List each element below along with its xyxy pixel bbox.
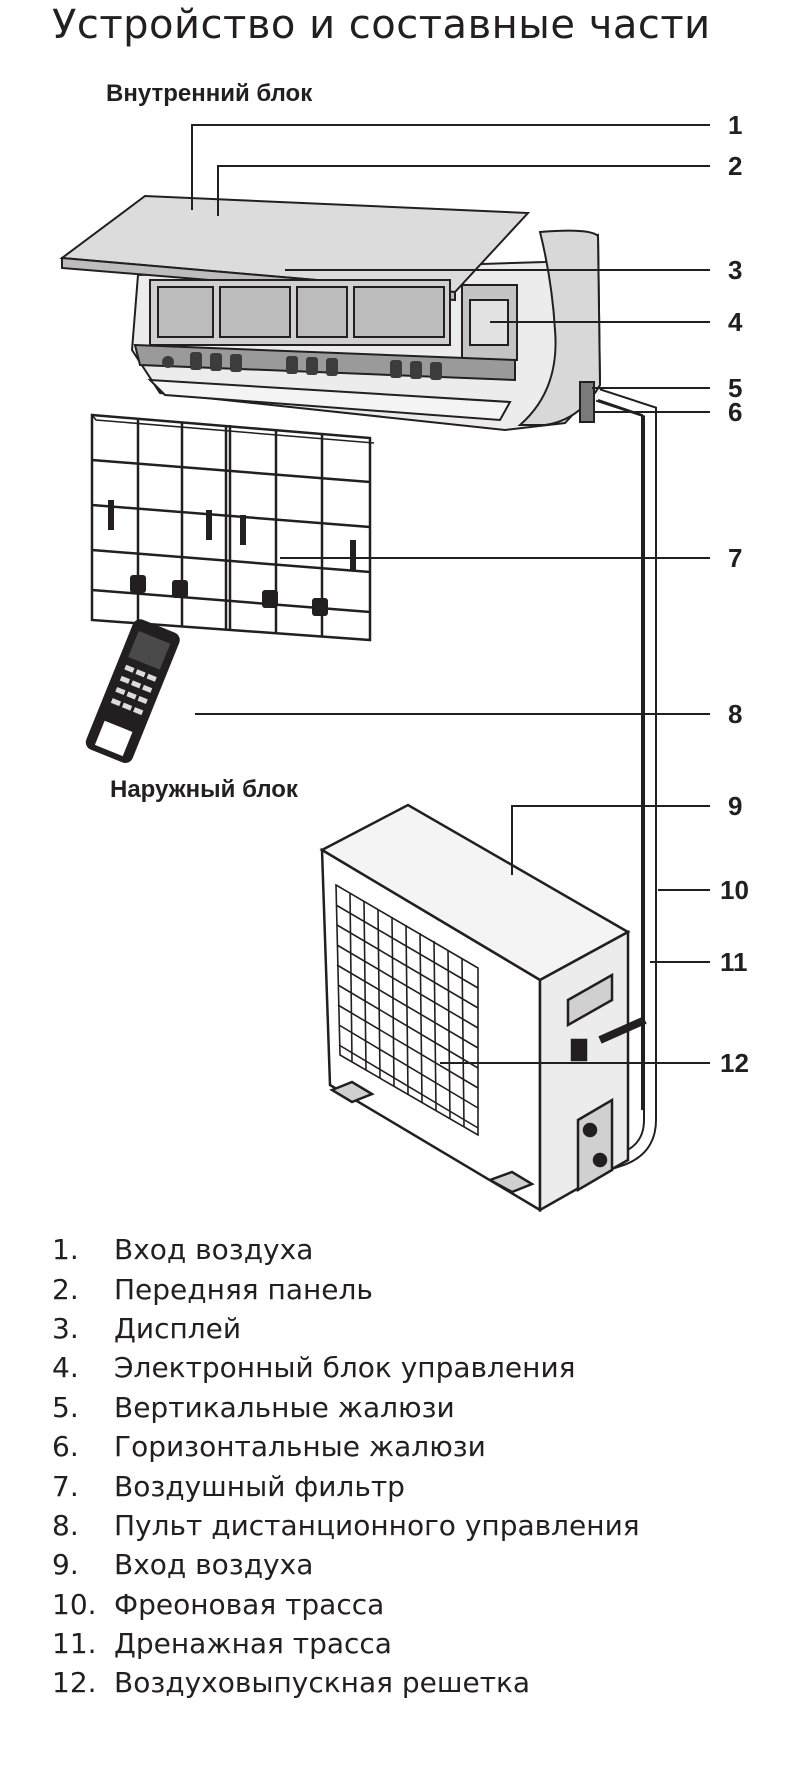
callout-leader-lines (191, 124, 710, 1064)
air-conditioner-diagram: 1 2 3 4 5 6 7 8 9 10 11 12 (59, 110, 749, 1213)
legend-item: 9. Вход воздуха (52, 1545, 640, 1584)
legend-text: Дисплей (114, 1311, 242, 1345)
legend-item: 10. Фреоновая трасса (52, 1585, 640, 1624)
legend-text: Фреоновая трасса (114, 1587, 385, 1621)
legend-text: Вход воздуха (114, 1548, 314, 1582)
outdoor-unit-illustration (319, 803, 647, 1213)
legend-number: 11. (52, 1627, 97, 1661)
legend-item: 2. Передняя панель (52, 1269, 640, 1308)
legend-item: 6. Горизонтальные жалюзи (52, 1427, 640, 1466)
callout-5: 5 (728, 373, 742, 403)
legend-number: 3. (52, 1311, 79, 1345)
page-title: Устройство и составные части (52, 2, 711, 48)
air-filter-illustration (90, 413, 375, 642)
legend-item: 11. Дренажная трасса (52, 1624, 640, 1663)
callout-11: 11 (720, 947, 748, 977)
callout-7: 7 (728, 543, 742, 573)
callout-12: 12 (720, 1048, 749, 1078)
legend-text: Вертикальные жалюзи (114, 1390, 455, 1424)
legend-item: 5. Вертикальные жалюзи (52, 1388, 640, 1427)
indoor-unit-label: Внутренний блок (106, 80, 313, 107)
legend-number: 7. (52, 1469, 79, 1503)
legend-text: Вход воздуха (114, 1233, 314, 1267)
legend-item: 4. Электронный блок управления (52, 1348, 640, 1387)
outdoor-unit-label: Наружный блок (110, 776, 298, 803)
legend-number: 12. (52, 1666, 97, 1700)
legend-item: 12. Воздуховыпускная решетка (52, 1663, 640, 1702)
callout-10: 10 (720, 875, 749, 905)
legend-text: Воздушный фильтр (114, 1469, 405, 1503)
legend-item: 3. Дисплей (52, 1309, 640, 1348)
callout-3: 3 (728, 255, 742, 285)
parts-legend: 1. Вход воздуха 2. Передняя панель 3. Диспл… (52, 1230, 640, 1703)
legend-number: 6. (52, 1430, 79, 1464)
legend-item: 1. Вход воздуха (52, 1230, 640, 1269)
legend-text: Горизонтальные жалюзи (114, 1430, 486, 1464)
legend-text: Дренажная трасса (114, 1627, 392, 1661)
callout-4: 4 (728, 307, 743, 337)
legend-text: Передняя панель (114, 1272, 373, 1306)
legend-item: 7. Воздушный фильтр (52, 1466, 640, 1505)
legend-text: Пульт дистанционного управления (114, 1508, 640, 1542)
legend-number: 10. (52, 1587, 97, 1621)
callout-1: 1 (728, 110, 742, 140)
indoor-unit-illustration (59, 194, 602, 432)
legend-number: 9. (52, 1548, 79, 1582)
legend-number: 5. (52, 1390, 79, 1424)
callout-2: 2 (728, 151, 742, 181)
legend-number: 1. (52, 1233, 79, 1267)
remote-control-illustration (85, 619, 180, 763)
legend-number: 8. (52, 1508, 79, 1542)
callout-9: 9 (728, 791, 742, 821)
callout-6: 6 (728, 397, 742, 427)
legend-text: Электронный блок управления (114, 1351, 576, 1385)
legend-item: 8. Пульт дистанционного управления (52, 1506, 640, 1545)
legend-text: Воздуховыпускная решетка (114, 1666, 531, 1700)
legend-number: 4. (52, 1351, 79, 1385)
legend-number: 2. (52, 1272, 79, 1306)
callout-8: 8 (728, 699, 742, 729)
